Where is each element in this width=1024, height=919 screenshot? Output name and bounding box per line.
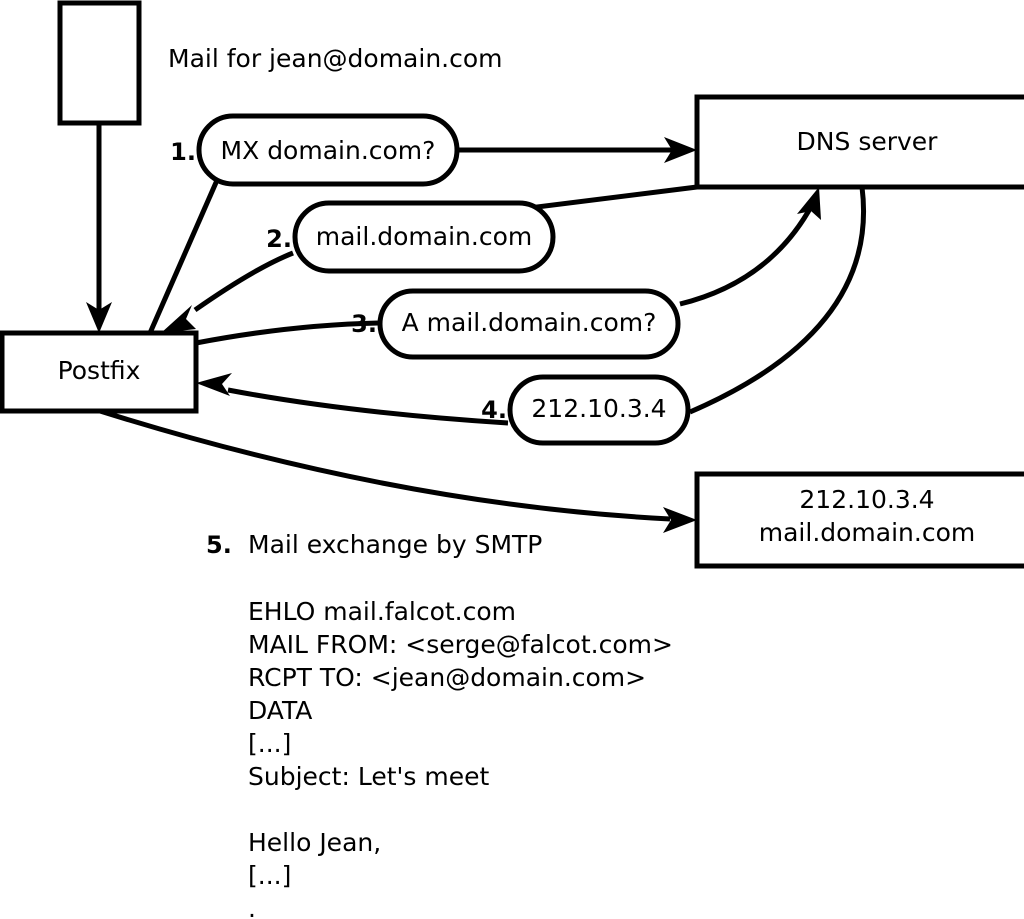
transcript-line-2: RCPT TO: <jean@domain.com> <box>248 663 646 692</box>
step-5-label: Mail exchange by SMTP <box>248 530 542 559</box>
arrowhead-bubble2-to-postfix <box>161 305 196 333</box>
edge-postfix-to-bubble1 <box>147 176 221 335</box>
edge-bubble4-to-postfix <box>227 387 509 426</box>
arrowhead-bubble3-to-dns <box>797 187 821 220</box>
target-server-line2: mail.domain.com <box>759 518 975 547</box>
transcript-line-1: MAIL FROM: <serge@falcot.com> <box>248 630 673 659</box>
dns-server-label: DNS server <box>797 127 939 156</box>
step-1-number: 1. <box>170 138 196 166</box>
edge-dns-to-bubble4 <box>689 186 866 415</box>
source-box <box>57 0 142 126</box>
step-3-number: 3. <box>351 310 377 338</box>
transcript-line-8: [...] <box>248 861 291 890</box>
step-4-number: 4. <box>481 396 507 424</box>
step-4-label: 212.10.3.4 <box>531 394 666 423</box>
postfix-label: Postfix <box>58 356 141 385</box>
arrowhead-bubble1-to-dns <box>664 137 697 163</box>
edge-postfix-to-bubble3 <box>195 320 379 346</box>
step-1-label: MX domain.com? <box>221 136 436 165</box>
transcript-line-10: . <box>248 894 256 919</box>
arrowhead-source-to-postfix <box>86 302 112 333</box>
step-2-number: 2. <box>266 225 292 253</box>
transcript-line-0: EHLO mail.falcot.com <box>248 597 516 626</box>
step-4-bubble <box>507 374 691 446</box>
step-1-bubble <box>196 113 460 187</box>
arrowhead-bubble4-to-postfix <box>196 373 232 396</box>
transcript-line-4: [...] <box>248 729 291 758</box>
transcript-line-5: Subject: Let's meet <box>248 762 489 791</box>
edge-bubble3-to-dns <box>679 203 815 307</box>
arrowhead-postfix-to-target <box>663 507 697 533</box>
step-3-label: A mail.domain.com? <box>402 308 657 337</box>
mail-for-caption: Mail for jean@domain.com <box>168 44 503 73</box>
dns-server-box <box>694 94 1024 190</box>
transcript-line-3: DATA <box>248 696 312 725</box>
edge-bubble2-to-postfix <box>193 250 294 313</box>
step-2-bubble <box>292 200 556 274</box>
step-3-bubble <box>377 288 681 360</box>
transcript-line-7: Hello Jean, <box>248 828 381 857</box>
step-2-label: mail.domain.com <box>316 222 532 251</box>
postfix-box <box>0 330 199 414</box>
target-server-line1: 212.10.3.4 <box>799 485 934 514</box>
step-5-number: 5. <box>206 531 232 559</box>
edge-postfix-to-target <box>99 408 671 522</box>
